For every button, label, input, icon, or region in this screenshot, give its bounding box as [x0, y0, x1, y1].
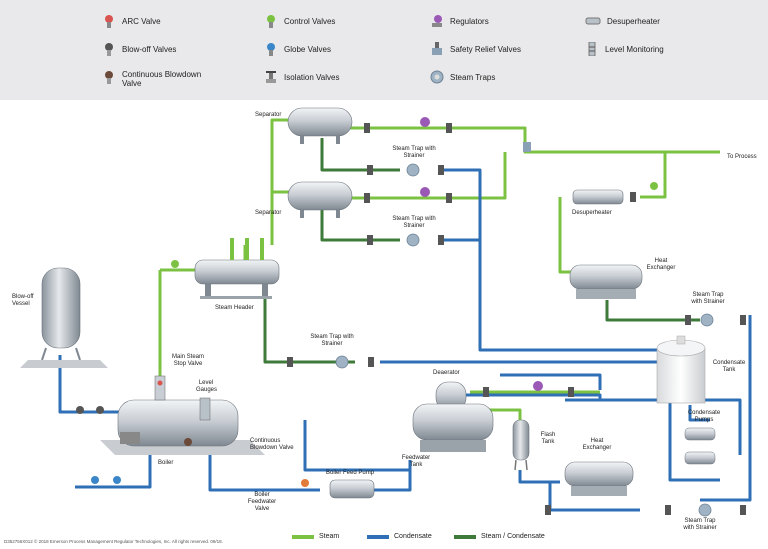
isolation-valve-markers — [287, 123, 746, 515]
copyright-footer: D352756X012 © 2018 Emerson Process Manag… — [4, 539, 223, 544]
globe-valve-icon — [264, 42, 278, 56]
condensate-tank — [656, 335, 706, 404]
label-level-gauges: Level Gauges — [196, 380, 218, 393]
legend-steam-traps: Steam Traps — [430, 70, 495, 84]
label-deaerator: Deaerator — [433, 370, 460, 376]
regulator-icon — [430, 14, 444, 28]
label-steam-trap-strainer-1: Steam Trap with Strainer — [392, 146, 436, 159]
condensate-pumps — [684, 427, 716, 465]
heat-exchanger-2 — [564, 461, 634, 496]
globe-valve-markers — [91, 476, 121, 484]
steam-trap-5 — [698, 503, 712, 517]
label-flash-tank: Flash Tank — [540, 432, 556, 445]
steam-trap-markers — [335, 163, 714, 517]
legend-arc-valve: ARC Valve — [102, 14, 161, 28]
condensate-swatch — [367, 534, 389, 539]
label-steam-trap-strainer-2: Steam Trap with Strainer — [392, 216, 436, 229]
blowoff-valve-markers — [76, 406, 104, 414]
legend-blowoff-valves: Blow-off Valves — [102, 42, 176, 56]
legend-level-monitoring: Level Monitoring — [585, 41, 664, 57]
steam-swatch — [292, 534, 314, 539]
isolation-valve-icon — [264, 70, 278, 84]
label-steam-header: Steam Header — [215, 305, 254, 311]
label-steam-trap-strainer-3: Steam Trap with Strainer — [310, 334, 354, 347]
label-desuperheater: Desuperheater — [572, 210, 612, 216]
label-heat-exchanger-1: Heat Exchanger — [646, 258, 676, 271]
legend-condensate-line: Condensate — [367, 533, 432, 540]
steam-condensate-swatch — [454, 534, 476, 539]
steam-trap-3 — [335, 355, 349, 369]
label-condensate-pumps: Condensate Pumps — [687, 410, 721, 423]
label-boiler-feed-pump: Boiler Feed Pump — [326, 470, 375, 476]
legend-safety-relief-valves: Safety Relief Valves — [430, 42, 521, 56]
steam-trap-icon — [430, 70, 444, 84]
arc-valve-icon — [102, 14, 116, 28]
label-blowoff-vessel: Blow-off Vessel — [12, 294, 34, 307]
separator-2 — [287, 181, 353, 218]
legend-continuous-blowdown: Continuous Blowdown Valve — [102, 70, 202, 88]
regulator-markers — [420, 117, 543, 391]
label-heat-exchanger-2: Heat Exchanger — [582, 438, 612, 451]
flash-tank — [512, 419, 530, 471]
boiler — [100, 375, 265, 455]
heat-exchanger-1 — [569, 264, 643, 299]
label-steam-trap-strainer-5: Steam Trap with Strainer — [683, 518, 717, 531]
label-main-steam-stop-valve: Main Steam Stop Valve — [171, 354, 204, 367]
boiler-feed-pump — [329, 479, 375, 499]
steam-trap-2 — [406, 233, 420, 247]
label-separator-2: Separator — [255, 210, 282, 216]
steam-trap-4 — [700, 313, 714, 327]
blowdown-valve-icon — [102, 70, 116, 84]
legend-globe-valves: Globe Valves — [264, 42, 331, 56]
label-condensate-tank: Condensate Tank — [712, 360, 746, 373]
legend-control-valves: Control Valves — [264, 14, 335, 28]
level-monitoring-icon — [585, 41, 599, 57]
separator-1 — [287, 107, 353, 144]
label-continuous-blowdown-valve: Continuous Blowdown Valve — [250, 438, 294, 451]
safety-relief-marker — [523, 142, 531, 152]
control-valve-icon — [264, 14, 278, 28]
desuperheater-icon — [585, 14, 601, 28]
blowdown-valve-marker — [184, 438, 192, 446]
legend-desuperheater: Desuperheater — [585, 14, 660, 28]
desuperheater — [572, 189, 624, 205]
label-feedwater-tank: Feedwater Tank — [401, 455, 431, 468]
label-to-process: To Process — [727, 154, 757, 160]
legend-steam-condensate-line: Steam / Condensate — [454, 533, 545, 540]
blowoff-valve-icon — [102, 42, 116, 56]
steam-pipes — [158, 118, 720, 425]
steam-condensate-pipes — [263, 138, 700, 364]
control-valve-markers — [171, 182, 658, 268]
steam-trap-1 — [406, 163, 420, 177]
legend-isolation-valves: Isolation Valves — [264, 70, 339, 84]
label-boiler: Boiler — [158, 460, 174, 466]
label-boiler-feedwater-valve: Boiler Feedwater Valve — [247, 492, 277, 512]
steam-header — [194, 238, 280, 299]
label-separator-1: Separator — [255, 112, 282, 118]
legend-steam-line: Steam — [292, 533, 339, 540]
safety-relief-valve-icon — [430, 42, 444, 56]
label-steam-trap-strainer-4: Steam Trap with Strainer — [691, 292, 725, 305]
boiler-feedwater-valve — [301, 479, 309, 487]
blowoff-vessel — [20, 267, 108, 368]
legend-panel: ARC Valve Blow-off Valves Continuous Blo… — [0, 0, 768, 100]
legend-regulators: Regulators — [430, 14, 489, 28]
feedwater-tank — [412, 403, 494, 452]
